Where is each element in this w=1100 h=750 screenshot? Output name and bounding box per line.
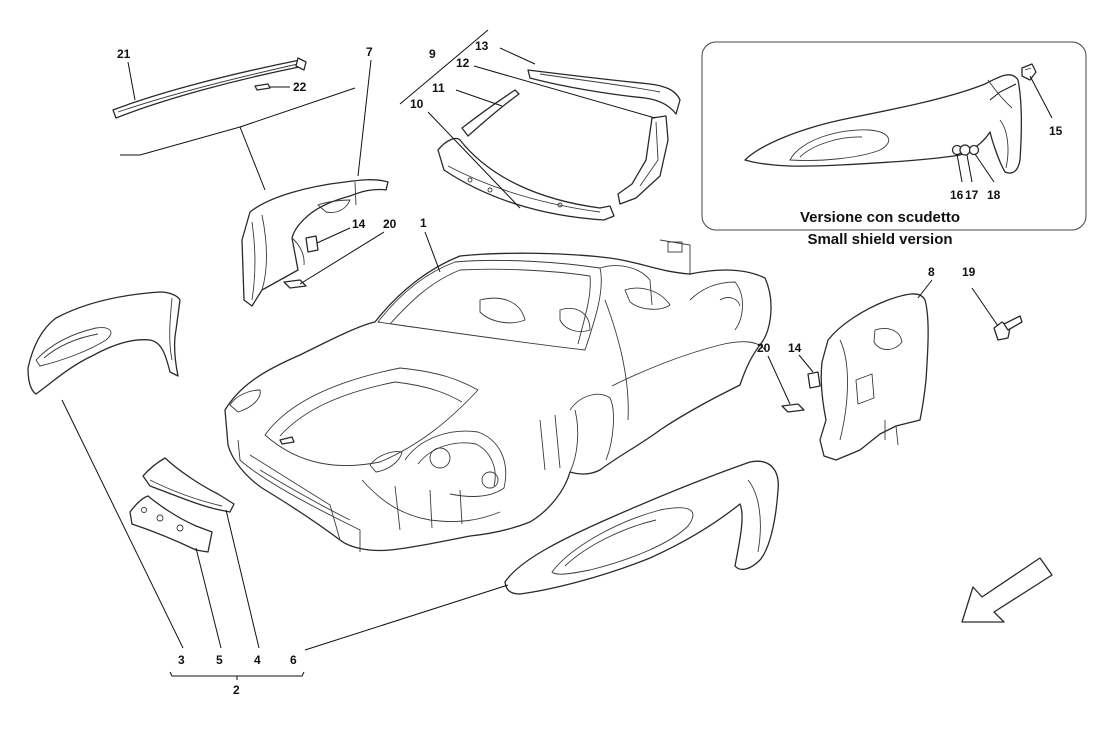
- callout-5: 5: [216, 653, 223, 667]
- part-20-clip-upper: [283, 279, 307, 289]
- part-6-side-panel: [504, 460, 779, 595]
- part-8-rear-inner-panel: [819, 293, 929, 461]
- callout-20-upper: 20: [383, 217, 397, 231]
- callout-10: 10: [410, 97, 424, 111]
- part-10-cowl-panel: [437, 137, 615, 221]
- callout-17: 17: [965, 188, 979, 202]
- inset-rear-fender-panel: [744, 74, 1022, 174]
- part-22-screw: [254, 83, 271, 91]
- part-4-sill-cover: [142, 457, 235, 513]
- callout-15: 15: [1049, 124, 1063, 138]
- part-11-windshield-strip: [461, 89, 520, 137]
- callout-8: 8: [928, 265, 935, 279]
- callout-3: 3: [178, 653, 185, 667]
- part-5-sill-reinforcement: [129, 495, 213, 553]
- part-3-front-fender: [27, 291, 181, 395]
- part-20-clip-lower: [781, 403, 805, 413]
- inset-caption-english: Small shield version: [807, 231, 952, 248]
- callout-14-upper: 14: [352, 217, 366, 231]
- part-14-pad-upper: [305, 235, 319, 253]
- part-7-inner-wheelhouse: [241, 179, 389, 307]
- part-19-bolt: [993, 315, 1023, 341]
- inset-fasteners: [951, 144, 980, 156]
- callout-14-lower: 14: [788, 341, 802, 355]
- callout-7: 7: [366, 45, 373, 59]
- inset-shield-badge: [1021, 63, 1037, 81]
- callout-19: 19: [962, 265, 976, 279]
- callout-4: 4: [254, 653, 261, 667]
- part-21-roof-rail: [112, 57, 307, 119]
- part-12-a-pillar: [617, 115, 669, 205]
- callout-13: 13: [475, 39, 489, 53]
- callout-1: 1: [420, 216, 427, 230]
- part-1-body-shell: [224, 239, 772, 552]
- callout-20-lower: 20: [757, 341, 771, 355]
- group-bracket-2: [169, 671, 305, 680]
- inset-frame: [701, 41, 1087, 231]
- callout-11: 11: [432, 81, 445, 95]
- callout-6: 6: [290, 653, 297, 667]
- callout-16: 16: [950, 188, 964, 202]
- callout-9: 9: [429, 47, 436, 61]
- callout-21: 21: [117, 47, 131, 61]
- inset-small-shield-version: 15 16 17 18 Versione con scudetto Small …: [701, 41, 1087, 248]
- inset-caption-italian: Versione con scudetto: [800, 209, 960, 226]
- callout-22: 22: [293, 80, 307, 94]
- part-13-windshield-header: [527, 69, 681, 115]
- callout-2: 2: [233, 683, 240, 697]
- callout-12: 12: [456, 56, 470, 70]
- callout-18: 18: [987, 188, 1001, 202]
- part-14-pad-lower: [807, 371, 821, 389]
- direction-arrow-icon: [961, 557, 1053, 623]
